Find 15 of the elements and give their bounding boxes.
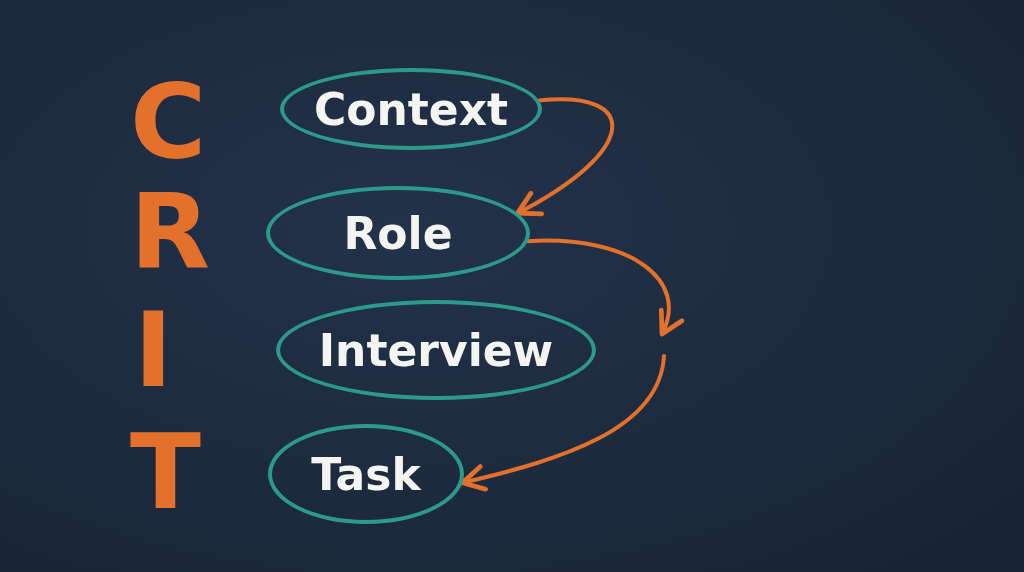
acronym-letter: T: [130, 420, 201, 524]
oval-node: [268, 424, 464, 524]
node-label: Interview: [318, 324, 554, 376]
curved-arrow: [460, 354, 666, 492]
acronym-letter: C: [130, 70, 207, 174]
oval-node: [266, 186, 530, 280]
acronym-letter: I: [134, 298, 173, 402]
oval-node: [280, 68, 542, 150]
oval-node: [276, 300, 596, 400]
curved-arrow: [526, 238, 683, 337]
curved-arrow: [515, 97, 615, 216]
node-label: Context: [313, 83, 509, 135]
node-label: Role: [343, 207, 453, 259]
node-label: Task: [311, 448, 421, 500]
acronym-letter: R: [130, 180, 211, 284]
